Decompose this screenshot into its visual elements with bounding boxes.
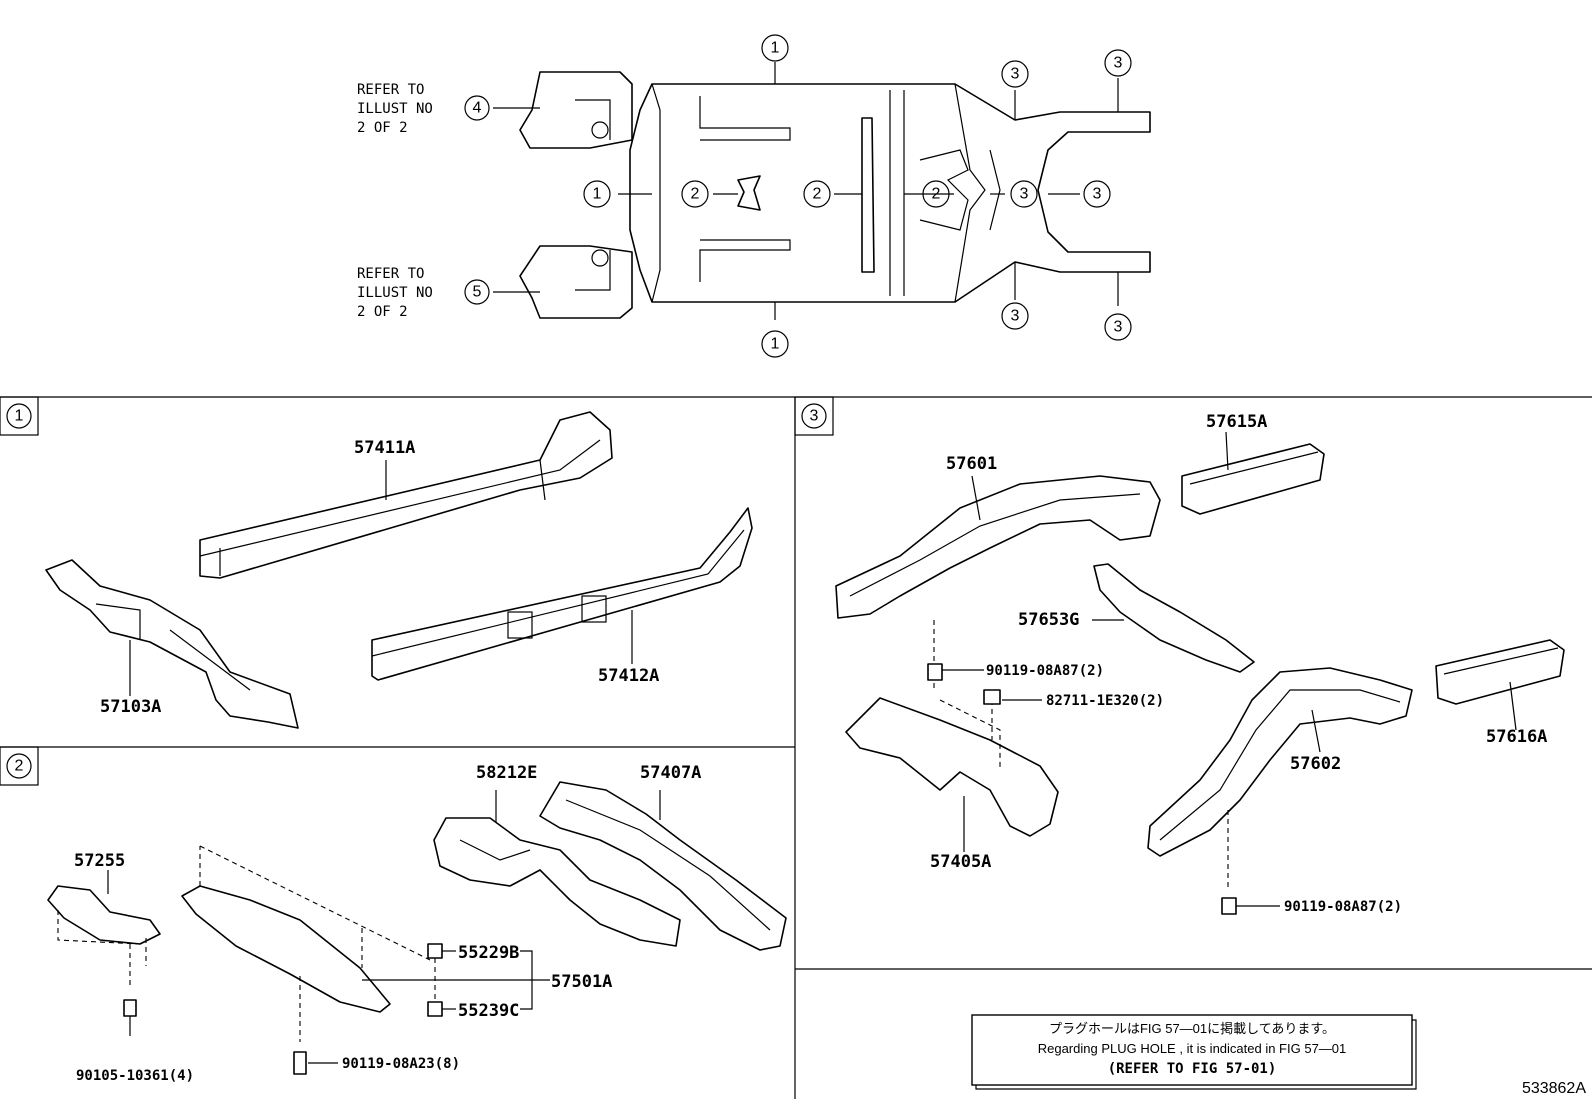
section-2: 2 58212E 57407A — [6, 753, 787, 1084]
callout-2-b: 2 — [813, 186, 822, 203]
part-57501A-shape — [181, 885, 391, 1013]
part-57405A-label: 57405A — [930, 852, 991, 872]
part-57615A-label: 57615A — [1206, 412, 1267, 432]
refer-top-line2: ILLUST NO — [357, 101, 433, 117]
callout-1-bottom: 1 — [771, 336, 780, 353]
refer-bottom-line3: 2 OF 2 — [357, 304, 408, 320]
part-57255-shape — [47, 885, 161, 945]
part-55239C-label: 55239C — [458, 1001, 519, 1021]
refer-top-line1: REFER TO — [357, 82, 424, 98]
callout-2-a: 2 — [691, 186, 700, 203]
overview-floor-plan: 4 5 1 1 1 2 2 2 3 3 3 3 3 3 REFER TO ILL… — [357, 34, 1151, 358]
refer-bottom-line1: REFER TO — [357, 266, 424, 282]
part-57255-label: 57255 — [74, 851, 125, 871]
part-57411A-shape — [199, 411, 613, 579]
panel-frames — [0, 396, 1592, 1099]
callout-4: 4 — [473, 100, 482, 117]
callout-1-left: 1 — [593, 186, 602, 203]
section-3: 3 57601 57615A 57653 — [801, 403, 1565, 915]
callout-1-top: 1 — [771, 40, 780, 57]
callout-3-e: 3 — [1011, 308, 1020, 325]
part-57103A-shape — [45, 559, 299, 729]
callout-5: 5 — [473, 284, 482, 301]
part-57602-label: 57602 — [1290, 754, 1341, 774]
figure-code: 533862A — [1522, 1080, 1586, 1097]
section-3-id: 3 — [810, 408, 819, 425]
part-57412A-label: 57412A — [598, 666, 659, 686]
part-57601-label: 57601 — [946, 454, 997, 474]
part-58212E-shape — [433, 817, 681, 947]
section-2-id: 2 — [15, 758, 24, 775]
note-english: Regarding PLUG HOLE , it is indicated in… — [1038, 1041, 1347, 1056]
part-90119-08A23-label: 90119-08A23(8) — [342, 1056, 460, 1072]
part-55229B-label: 55229B — [458, 943, 519, 963]
part-90119-08A87-label-top: 90119-08A87(2) — [986, 663, 1104, 679]
part-90105-10361-label: 90105-10361(4) — [76, 1068, 194, 1084]
callout-2-c: 2 — [932, 186, 941, 203]
part-57602-shape — [1147, 667, 1413, 857]
part-57411A-label: 57411A — [354, 438, 415, 458]
callout-3-b: 3 — [1093, 186, 1102, 203]
part-57653G-shape — [1093, 563, 1255, 673]
part-58212E-label: 58212E — [476, 763, 537, 783]
part-57615A-shape — [1181, 443, 1325, 515]
section-1-id: 1 — [15, 408, 24, 425]
part-57103A-label: 57103A — [100, 697, 161, 717]
part-82711-1E320-label: 82711-1E320(2) — [1046, 693, 1164, 709]
refer-top-line3: 2 OF 2 — [357, 120, 408, 136]
part-90119-08A87-label-bottom: 90119-08A87(2) — [1284, 899, 1402, 915]
part-57412A-shape — [371, 507, 753, 681]
part-57616A-label: 57616A — [1486, 727, 1547, 747]
refer-bottom-line2: ILLUST NO — [357, 285, 433, 301]
part-57405A-shape — [845, 697, 1059, 837]
part-57601-shape — [835, 475, 1161, 619]
part-57616A-shape — [1435, 639, 1565, 705]
callout-3-f: 3 — [1114, 319, 1123, 336]
section-1: 1 57411A 57412A 57103A — [6, 403, 753, 729]
part-57407A-shape — [539, 781, 787, 951]
plug-hole-note: プラグホールはFIG 57—01に掲載してあります。 Regarding PLU… — [971, 1014, 1417, 1090]
callout-3-d: 3 — [1114, 55, 1123, 72]
callout-3-c: 3 — [1011, 66, 1020, 83]
note-refer: (REFER TO FIG 57-01) — [1108, 1061, 1277, 1077]
part-57653G-label: 57653G — [1018, 610, 1079, 630]
note-japanese: プラグホールはFIG 57—01に掲載してあります。 — [1049, 1021, 1335, 1036]
part-57407A-label: 57407A — [640, 763, 701, 783]
part-57501A-label: 57501A — [551, 972, 612, 992]
callout-3-a: 3 — [1020, 186, 1029, 203]
